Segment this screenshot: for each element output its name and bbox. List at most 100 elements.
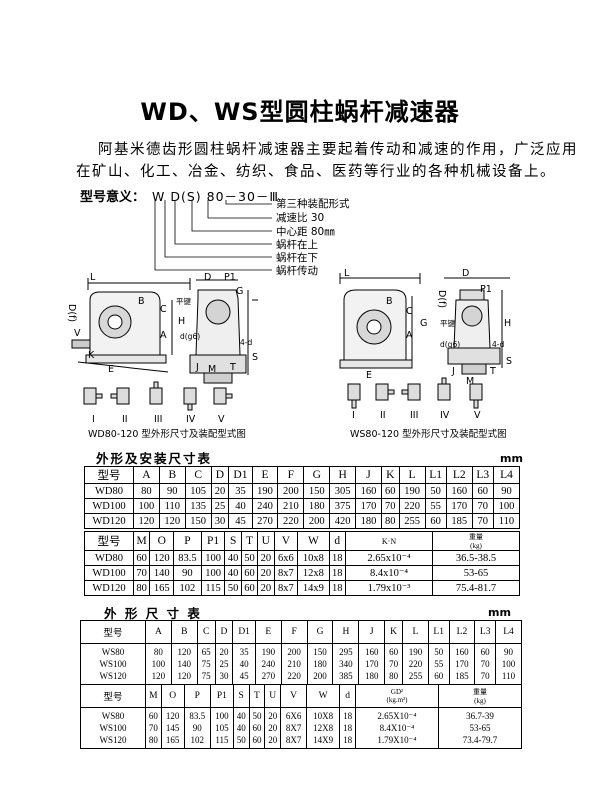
table-cell: 200: [277, 483, 305, 499]
table-header-cell: M: [132, 531, 151, 551]
table-cell: 200: [287, 647, 301, 657]
table-header-row: 型号 A B C D D1 E F G H J K L L1 L2 L3 L4: [80, 620, 523, 644]
table-cell: 110: [492, 513, 521, 529]
table-cell: 50: [240, 550, 259, 566]
dim-label: D(f): [66, 304, 77, 323]
table-cell: 60: [240, 565, 259, 581]
table-cell: 220: [277, 513, 305, 529]
dim-label: d(g6): [180, 332, 201, 341]
table-header-cell: 重量(kg): [438, 684, 522, 708]
dim-label: M: [466, 376, 475, 387]
table-cell: 70: [480, 671, 490, 681]
table-cell: 220: [408, 659, 423, 669]
table-cell: 90: [503, 647, 513, 657]
dim-label: T: [230, 362, 236, 373]
table-cell: 190: [251, 483, 279, 499]
table-header-cell: F: [277, 466, 305, 484]
table-header-cell: E: [251, 466, 279, 484]
dim-label: H: [178, 316, 186, 327]
table-cell: 170: [365, 659, 379, 669]
table-header-cell: S: [224, 531, 242, 551]
table-cell: 255: [408, 671, 423, 681]
assembly-label: III: [410, 410, 419, 421]
table-cell: 180: [303, 498, 331, 514]
table-cell: 18: [343, 711, 353, 721]
table-cell: 75: [201, 671, 211, 681]
table-cell: 45: [228, 513, 253, 529]
table-cell: 165: [149, 580, 175, 596]
table-header-cell: T: [240, 531, 259, 551]
dim-label: B: [386, 296, 393, 307]
table-cell: 40: [224, 565, 242, 581]
table-cell: 8X7: [285, 723, 302, 733]
table-cell: 100: [492, 498, 521, 514]
table-cell: 120: [151, 671, 166, 681]
table-cell: 240: [261, 659, 276, 669]
table-cell: 2.65x10⁻⁴: [345, 550, 433, 566]
table-cell: 83.5: [173, 550, 202, 566]
table-cell: 30: [210, 513, 230, 529]
table-cell: 18: [343, 723, 353, 733]
table-header-cell: W: [297, 531, 330, 551]
table-cell: 73.4-79.7: [462, 735, 498, 745]
table-cell: 190: [398, 483, 426, 499]
table-header-cell: B: [170, 620, 198, 644]
assembly-label: V: [474, 410, 481, 421]
table-header-cell: L: [398, 466, 426, 484]
assembly-label: V: [218, 414, 225, 425]
table-cell: 40: [228, 498, 253, 514]
legend-ratio: 减速比 30: [276, 212, 325, 224]
table-cell: 60: [424, 513, 447, 529]
dim-label: B: [138, 296, 145, 307]
dim-label: V: [74, 328, 81, 339]
table-header-row: 型号 M O P P1 S T U V W d K·N 重量(kg): [84, 531, 520, 551]
table-cell: 20: [257, 580, 275, 596]
table-cell: 170: [445, 498, 473, 514]
page-title: WD、WS型圆柱蜗杆减速器: [140, 98, 460, 126]
table-header-cell: D1: [228, 466, 253, 484]
table-cell: 185: [445, 513, 473, 529]
table-cell: 140: [149, 565, 175, 581]
table-cell: 70: [148, 723, 158, 733]
table-cell: 115: [215, 735, 229, 745]
table-cell: 35: [239, 647, 249, 657]
table-cell: 65: [201, 647, 211, 657]
model-code: W D(S) 80－30－Ⅲ: [152, 189, 280, 204]
dim-label: D(f): [436, 290, 447, 309]
table-cell: 50: [236, 735, 246, 745]
table-cell: WS80: [101, 647, 125, 657]
table-cell: 8X7: [285, 735, 302, 745]
table-cell: 105: [215, 723, 229, 733]
table-header-cell: L3: [471, 466, 494, 484]
table-header-cell: V: [273, 531, 299, 551]
table-cell: 60: [389, 647, 399, 657]
assembly-label: III: [154, 414, 163, 425]
table-cell: 35: [228, 483, 253, 499]
table-header-cell: K·N: [345, 531, 433, 551]
table-cell: 50: [434, 647, 444, 657]
table-cell: 40: [224, 550, 242, 566]
table-cell: 60: [240, 580, 259, 596]
dim-label: C: [406, 306, 413, 317]
table-cell: 8.4X10⁻⁴: [379, 723, 415, 733]
table-cell: WS100: [99, 659, 127, 669]
table-cell: WD120: [84, 513, 134, 529]
table-cell: 240: [251, 498, 279, 514]
table-cell: 50: [424, 483, 447, 499]
table-header-cell: A: [145, 620, 172, 644]
table-cell: 20: [219, 647, 229, 657]
table-cell: 105: [184, 483, 212, 499]
table-cell: 1.79X10⁻⁴: [377, 735, 417, 745]
dim-label: L: [344, 268, 350, 279]
